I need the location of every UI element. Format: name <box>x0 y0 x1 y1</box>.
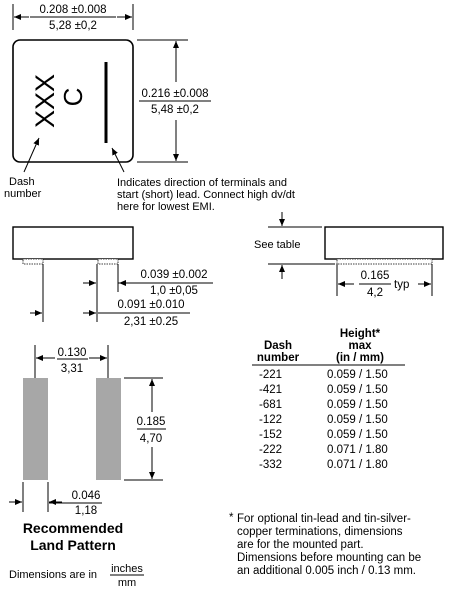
component-top-body <box>12 39 134 163</box>
component-side-body <box>12 226 134 260</box>
table-row-dash: -222 <box>259 444 282 456</box>
land-pad-left <box>23 378 48 480</box>
land-spacing-mm: 3,31 <box>61 363 83 375</box>
table-row-height: 0.059 / 1.50 <box>327 384 388 396</box>
top-width-dimension: 0.208 ±0.008 5,28 ±0,2 <box>12 4 134 32</box>
units-prefix: Dimensions are in <box>9 569 97 581</box>
top-height-mm: 5,48 ±0,2 <box>151 104 199 116</box>
component-end-body <box>324 226 444 260</box>
table-row-dash: -152 <box>259 429 282 441</box>
land-width-mm: 1,18 <box>75 505 97 517</box>
top-height-dimension: 0.216 ±0.008 5,48 ±0,2 <box>137 39 211 163</box>
footnote: * For optional tin-lead and tin-silver- … <box>229 512 421 577</box>
footnote-line-2: copper terminations, dimensions <box>237 526 403 538</box>
units-numerator: inches <box>111 563 143 575</box>
dash-number-label-2: number <box>4 188 42 200</box>
land-length-inch: 0.185 <box>137 416 166 428</box>
end-terminal <box>336 258 433 265</box>
land-pad-right <box>96 378 121 480</box>
footnote-star: * <box>229 512 234 524</box>
table-row-height: 0.059 / 1.50 <box>327 429 388 441</box>
lead-note-leader <box>111 147 125 173</box>
end-height-label: See table <box>254 239 300 251</box>
footnote-line-1: For optional tin-lead and tin-silver- <box>237 513 411 525</box>
table-row-dash: -421 <box>259 384 282 396</box>
pad-dim-typ: typ <box>394 279 409 291</box>
height-table: Dash number Height* max (in / mm) -221 0… <box>252 328 405 471</box>
land-pattern: 0.130 3,31 0.185 4,70 0.046 1,18 Recomme… <box>9 345 166 589</box>
land-pattern-title-2: Land Pattern <box>30 537 116 553</box>
table-row-dash: -122 <box>259 414 282 426</box>
table-header-height-3: (in / mm) <box>336 352 384 364</box>
pad-dim-mm: 4,2 <box>367 287 383 299</box>
terminal-spacing-mm: 2,31 ±0.25 <box>124 316 178 328</box>
marking-symbol: C <box>58 88 88 107</box>
lead-note-line-1: Indicates direction of terminals and <box>117 177 287 189</box>
land-length-mm: 4,70 <box>140 433 162 445</box>
top-width-inch: 0.208 ±0.008 <box>39 4 106 16</box>
top-view: 0.208 ±0.008 5,28 ±0,2 XXX C 0.216 ±0.00… <box>4 4 295 213</box>
dash-number-leader <box>23 137 40 173</box>
land-pattern-title-1: Recommended <box>23 520 123 536</box>
table-rows: -221 0.059 / 1.50 -421 0.059 / 1.50 -681… <box>259 369 388 471</box>
table-row-height: 0.059 / 1.50 <box>327 399 388 411</box>
land-width-inch: 0.046 <box>72 490 101 502</box>
top-height-inch: 0.216 ±0.008 <box>141 88 208 100</box>
land-spacing-inch: 0.130 <box>58 347 87 359</box>
table-row-height: 0.059 / 1.50 <box>327 414 388 426</box>
footnote-line-3: are for the mounted part. <box>237 539 364 551</box>
end-view: See table 0.165 4,2 typ <box>254 212 444 299</box>
terminal-width-inch: 0.039 ±0.002 <box>140 269 207 281</box>
top-width-mm: 5,28 ±0,2 <box>49 20 97 32</box>
dash-number-label-1: Dash <box>9 176 35 188</box>
marking-dash-text: XXX <box>30 74 60 128</box>
terminal-spacing-inch: 0.091 ±0.010 <box>117 299 184 311</box>
side-terminal-right <box>97 258 119 265</box>
footnote-line-5: an additional 0.005 inch / 0.13 mm. <box>237 565 416 577</box>
table-header-dash-1: Dash <box>264 340 292 352</box>
units-denominator: mm <box>118 577 136 589</box>
table-header-height-2: max <box>348 340 372 352</box>
table-row-dash: -681 <box>259 399 282 411</box>
side-view: 0.039 ±0.002 1,0 ±0,05 0.091 ±0.010 2,31… <box>12 226 213 328</box>
lead-note-line-3: here for lowest EMI. <box>117 201 215 213</box>
table-row-height: 0.071 / 1.80 <box>327 459 388 471</box>
table-header-height-1: Height* <box>340 328 381 340</box>
footnote-line-4: Dimensions before mounting can be <box>237 552 421 564</box>
table-row-height: 0.071 / 1.80 <box>327 444 388 456</box>
table-header-dash-2: number <box>257 352 300 364</box>
lead-note-line-2: start (short) lead. Connect high dv/dt <box>117 189 295 201</box>
table-row-height: 0.059 / 1.50 <box>327 369 388 381</box>
table-row-dash: -332 <box>259 459 282 471</box>
side-terminal-left <box>22 258 44 265</box>
terminal-width-mm: 1,0 ±0,05 <box>150 285 198 297</box>
pad-dim-inch: 0.165 <box>361 270 390 282</box>
table-row-dash: -221 <box>259 369 282 381</box>
